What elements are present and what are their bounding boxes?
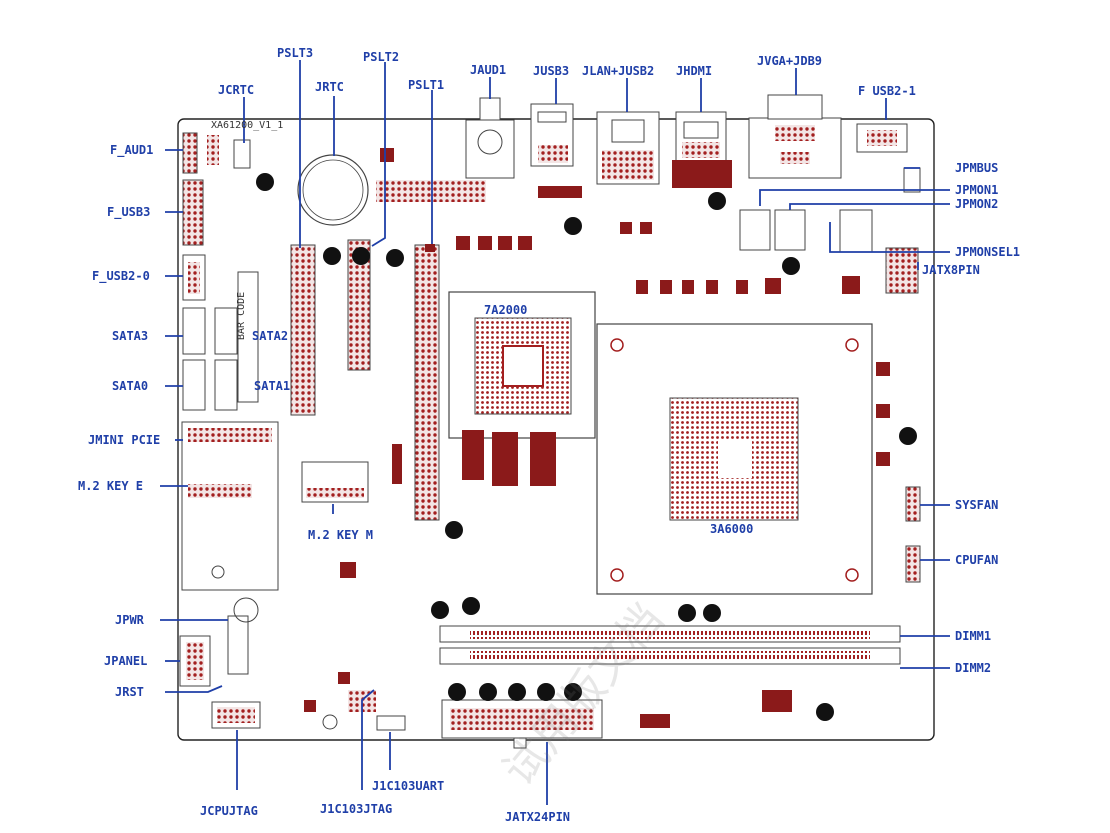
label-sata2: SATA2 xyxy=(252,329,289,343)
label-sata3: SATA3 xyxy=(112,329,149,343)
chip-3a6000 xyxy=(596,323,873,595)
label-jcrtc: JCRTC xyxy=(218,83,255,97)
label-pslt3: PSLT3 xyxy=(277,46,314,60)
label-f-usb2-1: F USB2-1 xyxy=(858,84,916,98)
label-jhdmi: JHDMI xyxy=(676,64,713,78)
m2-slots xyxy=(181,421,369,730)
label-jpmon2: JPMON2 xyxy=(955,197,999,211)
label-jpmon1: JPMON1 xyxy=(955,183,999,197)
bar-code-label: BAR CODE xyxy=(236,291,247,340)
label-jatx8pin: JATX8PIN xyxy=(922,263,980,277)
pci-slots xyxy=(290,180,486,521)
leader-lines xyxy=(160,60,950,805)
label-jrst: JRST xyxy=(115,685,144,699)
chip-3a6000-label: 3A6000 xyxy=(710,522,754,536)
label-f-usb2-0: F_USB2-0 xyxy=(92,269,150,283)
label-jrtc: JRTC xyxy=(315,80,344,94)
rtc-battery xyxy=(297,154,369,226)
label-jlan-jusb2: JLAN+JUSB2 xyxy=(582,64,655,78)
board-version: XA61200_V1_1 xyxy=(211,120,284,131)
label-dimm1: DIMM1 xyxy=(955,629,992,643)
label-f-usb3: F_USB3 xyxy=(107,205,151,219)
label-jaud1: JAUD1 xyxy=(470,63,507,77)
label-jvga-jdb9: JVGA+JDB9 xyxy=(757,54,823,68)
right-headers xyxy=(739,167,921,583)
capacitors xyxy=(256,173,917,721)
label-sata1: SATA1 xyxy=(254,379,291,393)
label-pslt1: PSLT1 xyxy=(408,78,445,92)
chip-7a2000-label: 7A2000 xyxy=(484,303,528,317)
label-f-aud1: F_AUD1 xyxy=(110,143,154,157)
label-m2-key-m: M.2 KEY M xyxy=(308,528,374,542)
label-jpmbus: JPMBUS xyxy=(955,161,999,175)
label-jmini-pcie: JMINI PCIE xyxy=(88,433,161,447)
chip-7a2000 xyxy=(448,291,596,439)
left-headers xyxy=(182,132,259,411)
label-cpufan: CPUFAN xyxy=(955,553,999,567)
rear-io-pins xyxy=(538,125,897,180)
label-sysfan: SYSFAN xyxy=(955,498,999,512)
label-jpwr: JPWR xyxy=(115,613,144,627)
label-jpmonsel1: JPMONSEL1 xyxy=(955,245,1021,259)
label-j1c103jtag: J1C103JTAG xyxy=(320,802,393,816)
small-components xyxy=(304,148,890,728)
label-jpanel: JPANEL xyxy=(104,654,148,668)
label-jusb3: JUSB3 xyxy=(533,64,570,78)
label-m2-key-e: M.2 KEY E xyxy=(78,479,144,493)
label-j1c103uart: J1C103UART xyxy=(372,779,445,793)
label-jcpujtag: JCPUJTAG xyxy=(200,804,258,818)
label-sata0: SATA0 xyxy=(112,379,149,393)
label-dimm2: DIMM2 xyxy=(955,661,992,675)
dimm-slots xyxy=(439,625,901,665)
label-pslt2: PSLT2 xyxy=(363,50,400,64)
label-jatx24pin: JATX24PIN xyxy=(505,810,571,824)
